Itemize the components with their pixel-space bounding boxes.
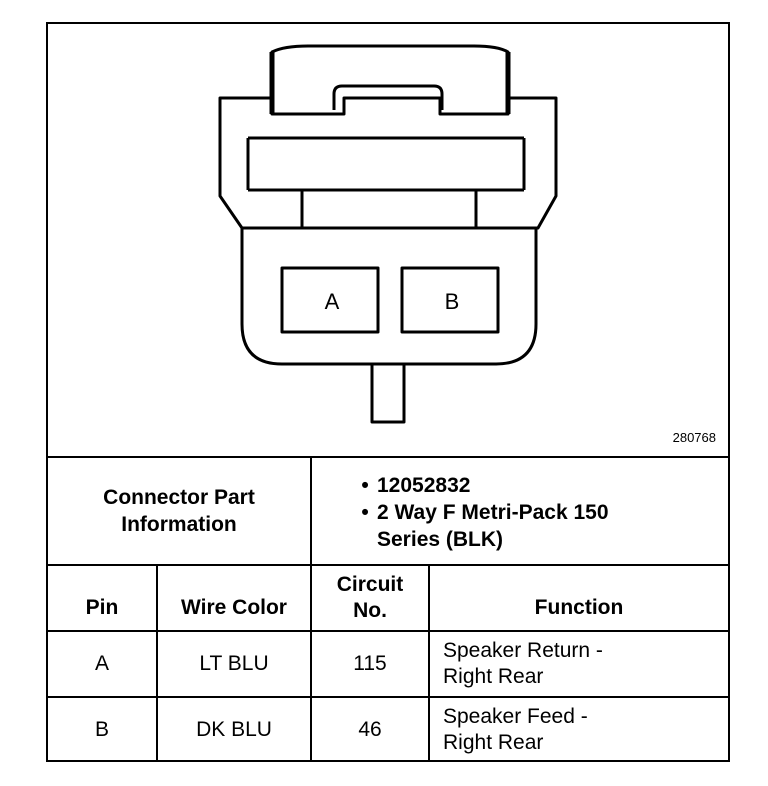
divider [48, 564, 728, 566]
table-row-pin: A [94, 652, 109, 675]
divider [310, 564, 312, 762]
figure-number: 280768 [672, 430, 716, 445]
divider [48, 456, 728, 458]
header-wire-color: Wire Color [181, 596, 287, 619]
connector-latch [270, 44, 510, 116]
part-number: 12052832 [377, 474, 471, 497]
part-info-label: Connector Part Information [103, 486, 255, 536]
connector-tab [370, 364, 406, 424]
pin-label-a: A [325, 289, 340, 314]
pin-label-b: B [445, 289, 460, 314]
connector-shoulder [218, 96, 558, 230]
header-function: Function [534, 596, 624, 619]
divider [156, 564, 158, 762]
table-row-function: Speaker Return - Right Rear [443, 639, 603, 688]
bullet-icon: • [361, 501, 369, 524]
pin-cavity-b [400, 266, 500, 334]
connector-info-frame: A B 280768 Connector Part Information • … [46, 22, 730, 762]
header-pin: Pin [85, 596, 119, 619]
latch-slot [332, 84, 444, 110]
divider [428, 564, 430, 762]
divider [48, 696, 728, 698]
divider [310, 456, 312, 564]
table-row-circuit: 46 [358, 718, 382, 741]
part-info-list: • 12052832 • 2 Way F Metri-Pack 150 Seri… [353, 472, 647, 553]
table-row-function: Speaker Feed - Right Rear [443, 705, 588, 754]
part-info-item: • 2 Way F Metri-Pack 150 Series (BLK) [353, 499, 647, 553]
part-description: 2 Way F Metri-Pack 150 Series (BLK) [377, 501, 609, 551]
table-row-wire-color: DK BLU [196, 718, 272, 741]
connector-body [240, 228, 538, 366]
bullet-icon: • [361, 474, 369, 497]
connector-drawing: A B [218, 44, 558, 424]
table-row-wire-color: LT BLU [199, 652, 269, 675]
header-circuit: Circuit No. [336, 573, 404, 622]
part-info-item: • 12052832 [353, 472, 647, 499]
table-row-pin: B [94, 718, 109, 741]
connector-diagram: A B 280768 [48, 24, 728, 456]
table-row-circuit: 115 [353, 652, 387, 675]
divider [48, 630, 728, 632]
pin-cavity-a [280, 266, 380, 334]
